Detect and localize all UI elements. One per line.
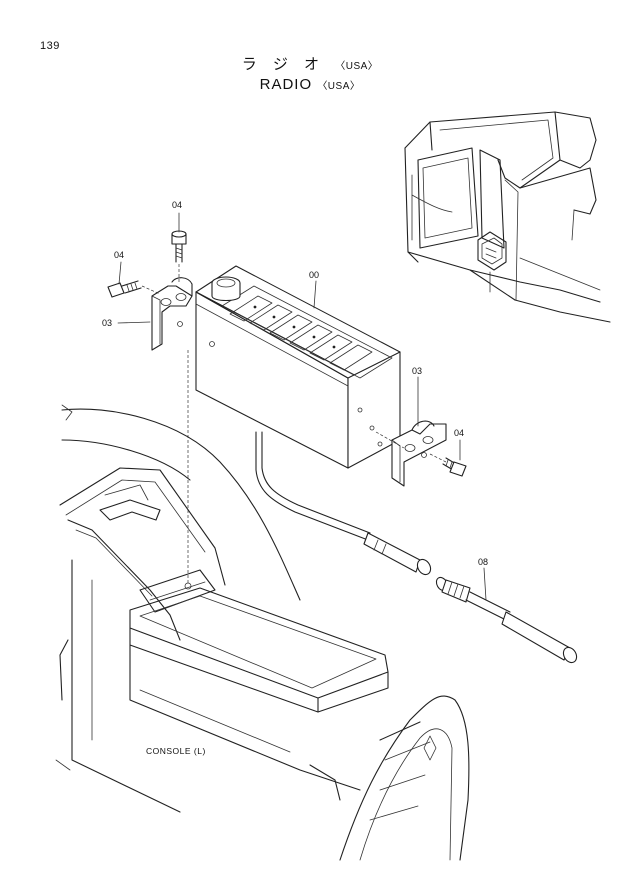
title-english-text: RADIO <box>259 76 313 93</box>
bolt-top-drawing <box>171 230 187 284</box>
console-label: CONSOLE (L) <box>146 746 206 756</box>
title-english: RADIO 〈USA〉 <box>0 76 620 93</box>
page-number: 139 <box>40 40 60 52</box>
callout-radio: 00 <box>309 270 319 280</box>
antenna-cable-drawing <box>184 431 578 664</box>
callout-bolt-right: 04 <box>454 428 464 438</box>
bolt-left-drawing <box>107 280 161 298</box>
title-english-region: 〈USA〉 <box>317 81 361 92</box>
bracket-left-drawing <box>151 277 193 351</box>
title-japanese-region: 〈USA〉 <box>335 61 379 72</box>
bolt-right-drawing <box>429 453 467 477</box>
callout-bracket-left: 03 <box>102 318 112 328</box>
callout-antenna-cable: 08 <box>478 557 488 567</box>
console-drawing <box>55 404 470 861</box>
callout-bolt-left: 04 <box>114 250 124 260</box>
callout-bolt-top: 04 <box>172 200 182 210</box>
bracket-right-drawing <box>375 420 447 487</box>
cab-inset-drawing <box>404 111 611 323</box>
title-japanese: ラ ジ オ 〈USA〉 <box>0 53 620 74</box>
leader-lines <box>117 212 487 601</box>
radio-body-drawing <box>195 265 401 469</box>
callout-bracket-right: 03 <box>412 366 422 376</box>
title-japanese-text: ラ ジ オ <box>241 56 326 73</box>
